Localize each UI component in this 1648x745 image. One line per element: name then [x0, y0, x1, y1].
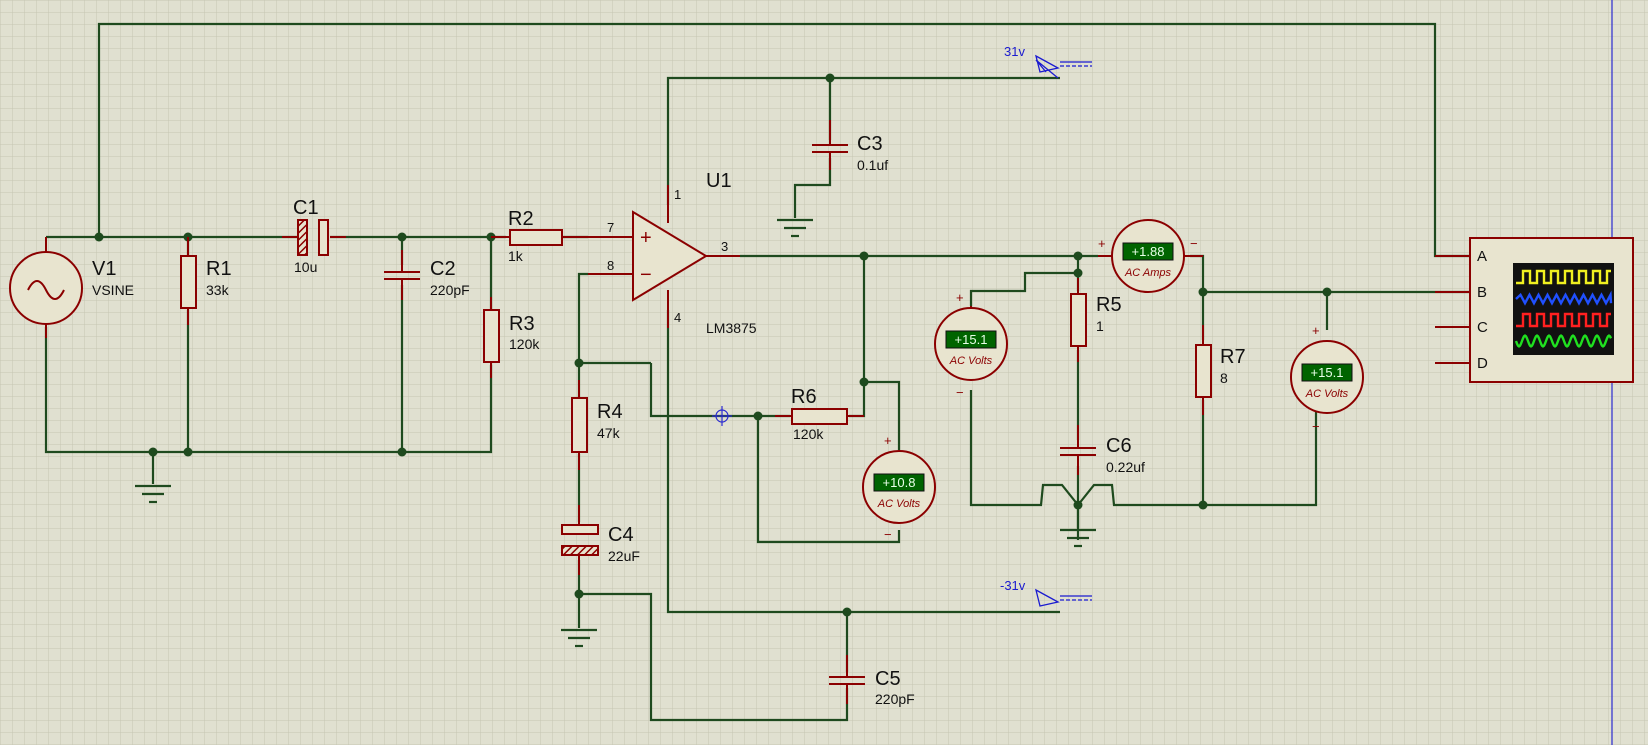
c4-capacitor[interactable]: C4 22uF	[561, 505, 640, 575]
ammeter-reading: +1.88	[1132, 244, 1165, 259]
u1-pin-4: 4	[674, 310, 681, 325]
r3-value: 120k	[509, 336, 540, 352]
junctions	[94, 73, 1332, 617]
voltmeter-right-minus: −	[1312, 419, 1320, 434]
c2-value: 220pF	[430, 282, 470, 298]
voltmeter-mid-plus: +	[884, 433, 892, 448]
u1-minus-sign: −	[640, 264, 652, 286]
scope-trace-c	[1516, 312, 1611, 328]
voltmeter-left-minus: −	[956, 385, 964, 400]
c6-ref: C6	[1106, 435, 1132, 457]
r6-resistor[interactable]: R6 120k	[775, 386, 864, 442]
c3-capacitor[interactable]: C3 0.1uf	[812, 120, 888, 173]
v1-ref: V1	[92, 258, 116, 280]
r5-value: 1	[1096, 318, 1104, 334]
ammeter-label: AC Amps	[1124, 267, 1172, 279]
voltmeter-left-reading: +15.1	[955, 332, 988, 347]
ammeter-minus: −	[1190, 236, 1198, 251]
v1-value: VSINE	[92, 282, 134, 298]
u1-pin-8: 8	[607, 258, 614, 273]
ac-voltmeter-right[interactable]: +15.1 AC Volts + −	[1290, 323, 1364, 434]
r2-ref: R2	[508, 208, 534, 230]
c3-value: 0.1uf	[857, 157, 888, 173]
c4-value: 22uF	[608, 548, 640, 564]
ac-voltmeter-left[interactable]: +15.1 AC Volts + −	[934, 290, 1008, 400]
r1-value: 33k	[206, 282, 230, 298]
r4-value: 47k	[597, 425, 621, 441]
v1-source[interactable]: V1 VSINE	[9, 237, 134, 338]
voltmeter-mid-reading: +10.8	[883, 475, 916, 490]
r3-ref: R3	[509, 313, 535, 335]
scope-traces	[1514, 269, 1613, 348]
c3-ref: C3	[857, 133, 883, 155]
voltmeter-right-label: AC Volts	[1305, 388, 1349, 400]
voltmeter-right-reading: +15.1	[1311, 365, 1344, 380]
c5-ref: C5	[875, 668, 901, 690]
r4-ref: R4	[597, 401, 623, 423]
r7-ref: R7	[1220, 346, 1246, 368]
r6-value: 120k	[793, 426, 824, 442]
r7-value: 8	[1220, 370, 1228, 386]
r1-ref: R1	[206, 258, 232, 280]
scope-trace-b	[1515, 290, 1613, 306]
ground-symbol	[561, 628, 597, 648]
r2-resistor[interactable]: R2 1k	[491, 208, 588, 264]
r5-resistor[interactable]: R5 1	[1070, 278, 1122, 362]
c1-ref: C1	[293, 197, 319, 219]
c5-value: 220pF	[875, 691, 915, 707]
u1-value: LM3875	[706, 320, 757, 336]
voltmeter-mid-minus: −	[884, 527, 892, 542]
ground-symbol	[777, 218, 813, 238]
c6-value: 0.22uf	[1106, 459, 1145, 475]
scope-channel-b: B	[1477, 284, 1487, 301]
net-label-vpos[interactable]: 31v	[1004, 44, 1092, 79]
c1-capacitor[interactable]: C1 10u	[282, 197, 346, 275]
scope-channel-a: A	[1477, 248, 1487, 265]
voltmeter-right-plus: +	[1312, 323, 1320, 338]
scope-trace-a	[1516, 269, 1611, 285]
cursor-crosshair-icon	[712, 406, 732, 426]
ground-symbol	[135, 484, 171, 504]
u1-pin-7: 7	[607, 220, 614, 235]
r6-ref: R6	[791, 386, 817, 408]
voltmeter-left-label: AC Volts	[949, 355, 993, 367]
u1-pin-3: 3	[721, 239, 728, 254]
c6-capacitor[interactable]: C6 0.22uf	[1060, 425, 1145, 475]
r1-resistor[interactable]: R1 33k	[180, 237, 232, 325]
u1-opamp[interactable]: + − 7 8 3 1 4 U1 LM3875	[588, 170, 757, 336]
u1-plus-sign: +	[640, 227, 652, 249]
r7-resistor[interactable]: R7 8	[1195, 325, 1246, 415]
ac-voltmeter-mid[interactable]: +10.8 AC Volts + −	[862, 433, 936, 542]
c4-ref: C4	[608, 524, 634, 546]
scope-channel-c: C	[1477, 319, 1488, 336]
u1-ref: U1	[706, 170, 732, 192]
net-vneg-label: -31v	[1000, 578, 1026, 593]
r4-resistor[interactable]: R4 47k	[571, 380, 623, 470]
c5-capacitor[interactable]: C5 220pF	[829, 655, 915, 707]
voltmeter-left-plus: +	[956, 290, 964, 305]
scope-trace-d	[1514, 334, 1613, 348]
r3-resistor[interactable]: R3 120k	[483, 297, 540, 378]
net-vpos-label: 31v	[1004, 44, 1025, 59]
ac-ammeter[interactable]: +1.88 AC Amps + −	[1098, 219, 1203, 293]
wires	[44, 22, 1470, 722]
ground-symbol	[1060, 528, 1096, 548]
c2-ref: C2	[430, 258, 456, 280]
c2-capacitor[interactable]: C2 220pF	[384, 250, 470, 300]
ammeter-plus: +	[1098, 236, 1106, 251]
net-label-vneg[interactable]: -31v	[1000, 578, 1092, 607]
voltmeter-mid-label: AC Volts	[877, 498, 921, 510]
r5-ref: R5	[1096, 294, 1122, 316]
c1-value: 10u	[294, 259, 317, 275]
r2-value: 1k	[508, 248, 524, 264]
scope-channel-d: D	[1477, 355, 1488, 372]
oscilloscope[interactable]: A B C D	[1435, 237, 1634, 383]
u1-pin-1: 1	[674, 187, 681, 202]
